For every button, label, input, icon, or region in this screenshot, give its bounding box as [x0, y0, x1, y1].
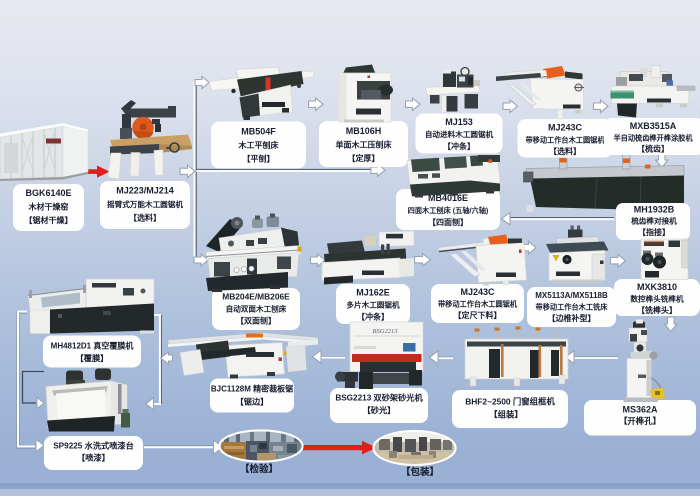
svg-text:带移动工作台木工圆锯机: 带移动工作台木工圆锯机 — [525, 136, 605, 145]
svg-text:【锯材干燥】: 【锯材干燥】 — [25, 215, 73, 225]
svg-text:BGK6140E: BGK6140E — [25, 188, 71, 198]
svg-text:半自动梳齿榫开榫涂胶机: 半自动梳齿榫开榫涂胶机 — [613, 134, 693, 143]
svg-text:【喷漆】: 【喷漆】 — [77, 453, 110, 463]
svg-text:【包装】: 【包装】 — [401, 466, 439, 478]
svg-text:MH1932B: MH1932B — [634, 205, 675, 215]
svg-text:【平刨】: 【平刨】 — [243, 154, 275, 164]
svg-text:MJ223/MJ214: MJ223/MJ214 — [116, 186, 174, 196]
svg-text:【定尺下料】: 【定尺下料】 — [454, 310, 502, 320]
svg-text:【锯边】: 【锯边】 — [236, 397, 269, 407]
svg-text:【定厚】: 【定厚】 — [348, 153, 380, 163]
svg-text:BJC1128M 精密裁板锯: BJC1128M 精密裁板锯 — [211, 384, 293, 394]
svg-text:MXK3810: MXK3810 — [637, 282, 677, 292]
svg-text:【开榫孔】: 【开榫孔】 — [619, 416, 661, 426]
svg-text:MJ162E: MJ162E — [356, 288, 390, 298]
svg-text:【指接】: 【指接】 — [638, 227, 670, 237]
svg-text:BSG2213: BSG2213 — [373, 328, 399, 335]
svg-text:自动双面木工刨床: 自动双面木工刨床 — [226, 304, 287, 314]
svg-text:多片木工圆锯机: 多片木工圆锯机 — [346, 300, 400, 310]
svg-text:MXB3515A: MXB3515A — [630, 121, 677, 131]
svg-text:MB4016E: MB4016E — [428, 193, 468, 203]
svg-text:MH4812D1 真空覆膜机: MH4812D1 真空覆膜机 — [51, 341, 134, 351]
svg-text:梳齿榫对接机: 梳齿榫对接机 — [631, 216, 677, 226]
svg-text:木材干燥窑: 木材干燥窑 — [28, 202, 69, 212]
svg-text:BHF2~2500 门窗组框机: BHF2~2500 门窗组框机 — [465, 397, 555, 407]
svg-text:【组装】: 【组装】 — [489, 410, 523, 420]
svg-text:MJ243C: MJ243C — [548, 123, 583, 133]
svg-text:BSG2213 双砂架砂光机: BSG2213 双砂架砂光机 — [335, 393, 423, 403]
svg-text:【砂光】: 【砂光】 — [363, 405, 396, 415]
svg-text:【冲条】: 【冲条】 — [357, 312, 389, 322]
svg-text:自动进料木工圆锯机: 自动进料木工圆锯机 — [425, 129, 494, 139]
svg-text:带移动工作台木工圆锯机: 带移动工作台木工圆锯机 — [438, 300, 518, 309]
svg-text:【覆膜】: 【覆膜】 — [76, 353, 109, 363]
svg-text:【选料】: 【选料】 — [549, 146, 581, 156]
svg-text:单面木工压刨床: 单面木工压刨床 — [336, 140, 393, 150]
svg-text:【铣榫头】: 【铣榫头】 — [637, 305, 677, 315]
svg-text:木工平刨床: 木工平刨床 — [238, 140, 280, 150]
svg-text:SP9225 水洗式喷漆台: SP9225 水洗式喷漆台 — [53, 441, 134, 451]
svg-text:【选料】: 【选料】 — [129, 213, 161, 223]
svg-text:MS362A: MS362A — [622, 405, 658, 415]
svg-text:【双面刨】: 【双面刨】 — [236, 316, 276, 326]
svg-text:MX5113A/MX5118B: MX5113A/MX5118B — [535, 291, 608, 300]
svg-text:摇臂式万能木工圆锯机: 摇臂式万能木工圆锯机 — [107, 199, 183, 209]
svg-text:MJ243C: MJ243C — [460, 287, 495, 297]
svg-text:【冲条】: 【冲条】 — [443, 141, 475, 151]
svg-text:MB204E/MB206E: MB204E/MB206E — [222, 292, 290, 302]
svg-text:MJ153: MJ153 — [445, 117, 473, 127]
svg-text:【四面刨】: 【四面刨】 — [428, 217, 468, 227]
svg-text:带移动工作台木工铣床: 带移动工作台木工铣床 — [536, 303, 609, 312]
svg-text:【梳齿】: 【梳齿】 — [637, 144, 669, 154]
svg-text:【检验】: 【检验】 — [240, 463, 278, 475]
svg-text:MB106H: MB106H — [346, 126, 382, 136]
svg-text:数控榫头铣榫机: 数控榫头铣榫机 — [630, 294, 684, 304]
svg-text:MB504F: MB504F — [241, 127, 276, 137]
svg-text:【边椎补型】: 【边椎补型】 — [548, 313, 596, 323]
svg-text:四面木工刨床 (五轴/六轴): 四面木工刨床 (五轴/六轴) — [408, 206, 489, 215]
